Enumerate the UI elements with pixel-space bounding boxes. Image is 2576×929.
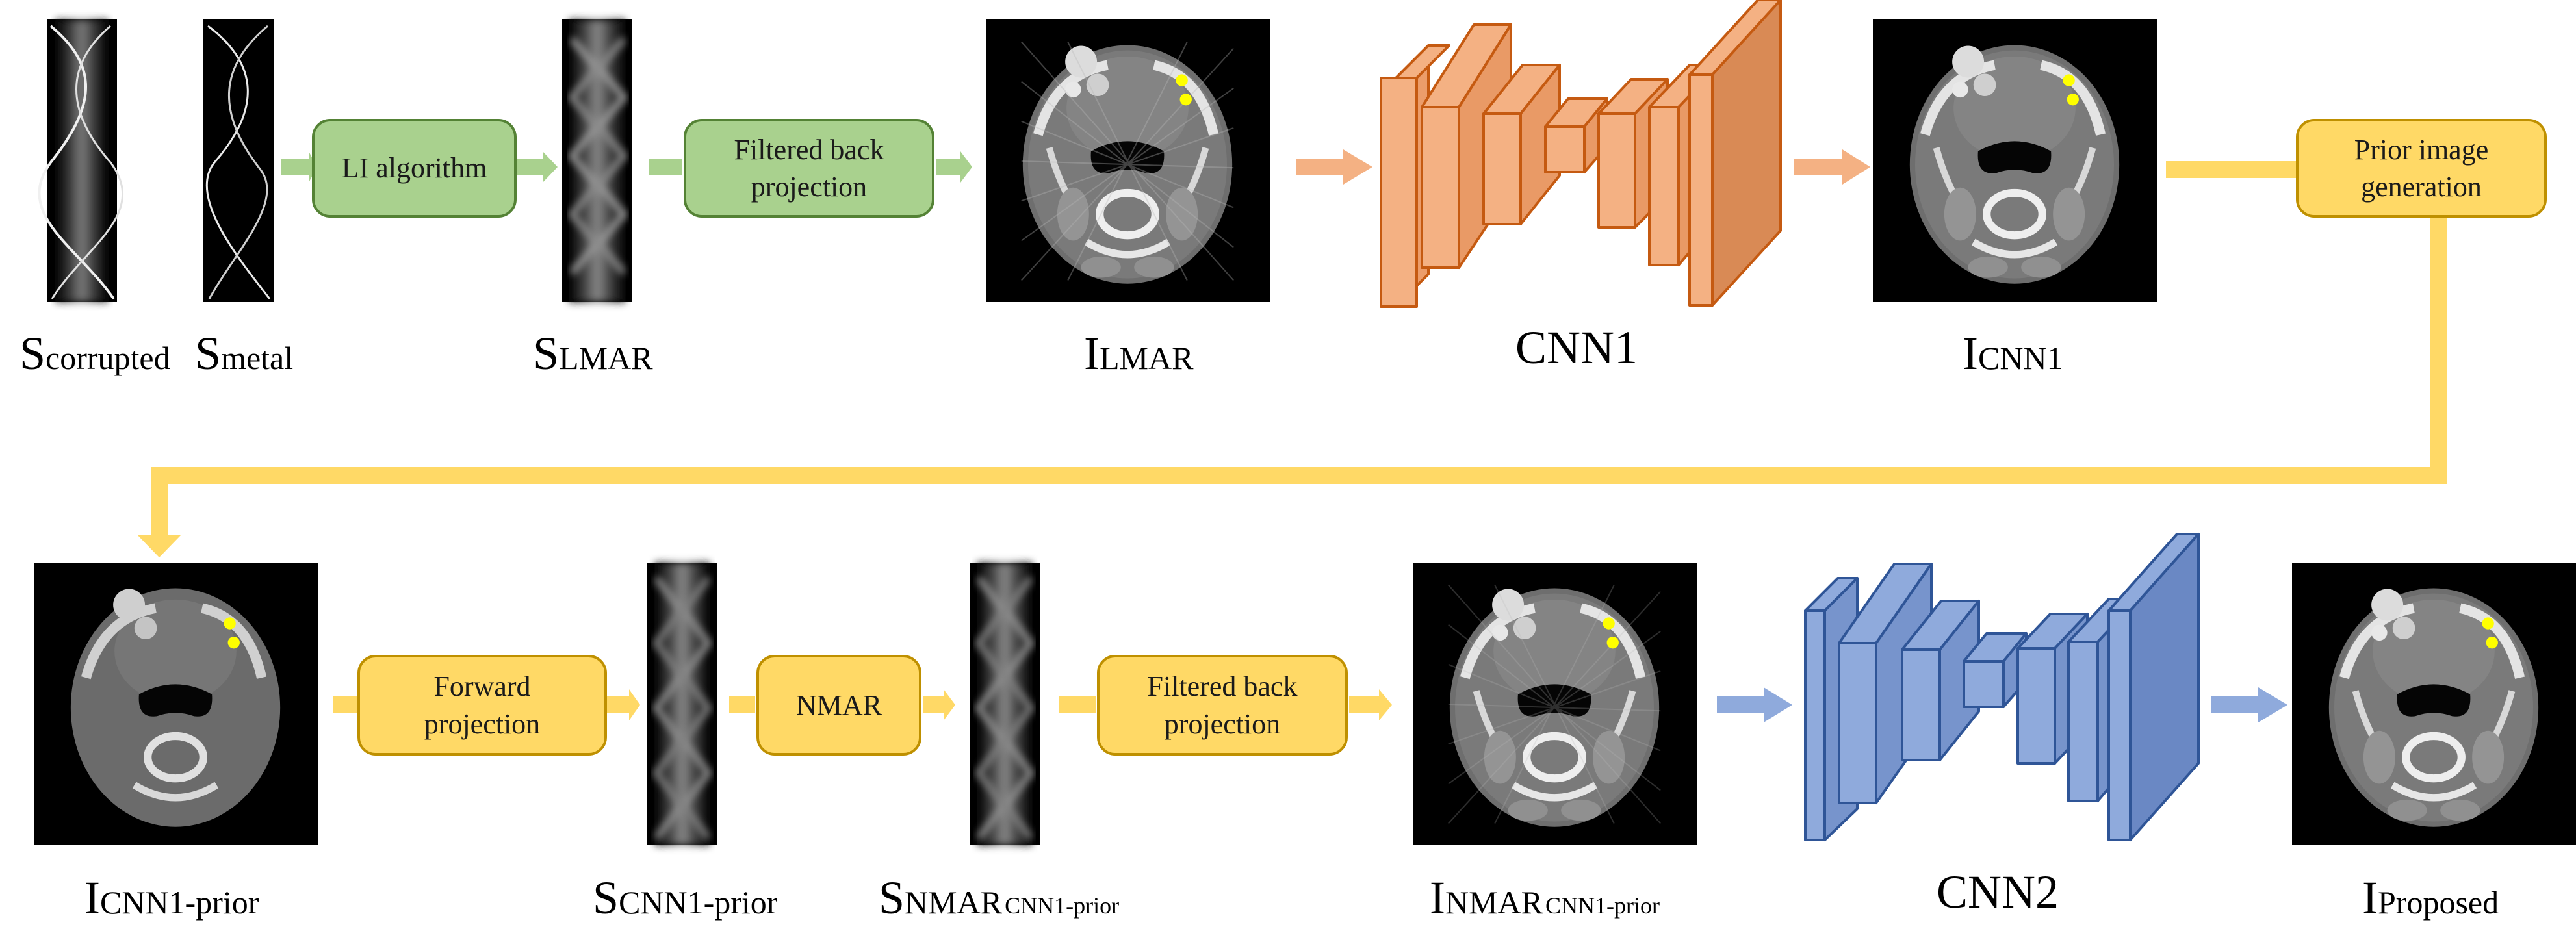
- arrow-cnn2-to-proposed: [2211, 687, 2287, 722]
- sinogram-metal: [203, 19, 274, 302]
- connector-icnn1-to-prior: [2166, 161, 2296, 178]
- cnn2-network: [1804, 533, 2200, 841]
- nmar-box: NMAR: [756, 655, 921, 756]
- image-lmar: [986, 19, 1270, 302]
- label-cnn2: CNN2: [1937, 866, 2059, 918]
- label-cnn1: CNN1: [1515, 322, 1638, 374]
- label-s-nmar-cnn1-prior: SNMAR CNN1-prior: [879, 872, 1120, 924]
- label-s-lmar: SLMAR: [533, 327, 653, 379]
- arrow-cnn1-to-icnn1: [1794, 149, 1870, 185]
- image-cnn1: [1873, 19, 2157, 302]
- image-cnn1-prior: [34, 563, 318, 845]
- label-s-cnn1-prior: SCNN1-prior: [593, 872, 778, 924]
- arrow-sino-to-nmar: [729, 696, 755, 713]
- arrow-to-cnn2: [1717, 687, 1792, 722]
- arrow-li-to-slmar: [517, 151, 558, 183]
- prior-image-generation-box: Prior image generation: [2296, 119, 2547, 218]
- li-algorithm-box: LI algorithm: [312, 119, 517, 218]
- cnn1-network: [1380, 0, 1782, 308]
- label-i-lmar: ILMAR: [1084, 327, 1194, 379]
- fbp-box-row1: Filtered back projection: [684, 119, 934, 218]
- sinogram-lmar: [562, 19, 632, 302]
- label-s-metal: Smetal: [195, 327, 294, 379]
- arrow-slmar-to-fbp: [649, 159, 682, 175]
- label-s-corrupted: Scorrupted: [19, 327, 170, 379]
- sinogram-nmar: [970, 563, 1040, 845]
- label-i-cnn1-prior: ICNN1-prior: [84, 872, 259, 924]
- fbp-box-row2: Filtered back projection: [1097, 655, 1348, 756]
- forward-projection-box: Forward projection: [357, 655, 607, 756]
- arrow-fp-to-sino: [607, 689, 640, 720]
- label-i-proposed: IProposed: [2362, 872, 2499, 924]
- arrow-fbp-to-ilmar: [936, 151, 972, 183]
- arrow-sino-to-fbp2: [1059, 696, 1096, 713]
- image-proposed: [2292, 563, 2576, 845]
- sinogram-cnn1-prior: [647, 563, 717, 845]
- image-nmar: [1413, 563, 1697, 845]
- sinogram-corrupted: [38, 19, 124, 302]
- arrow-nmar-to-sino: [923, 689, 955, 720]
- connector-prior-to-row2: [138, 214, 2447, 557]
- arrow-to-cnn1: [1296, 149, 1372, 185]
- arrow-to-fp: [333, 696, 357, 713]
- arrow-fbp2-to-inmar: [1349, 689, 1392, 720]
- label-i-cnn1: ICNN1: [1963, 327, 2063, 379]
- label-i-nmar-cnn1-prior: INMAR CNN1-prior: [1430, 872, 1660, 924]
